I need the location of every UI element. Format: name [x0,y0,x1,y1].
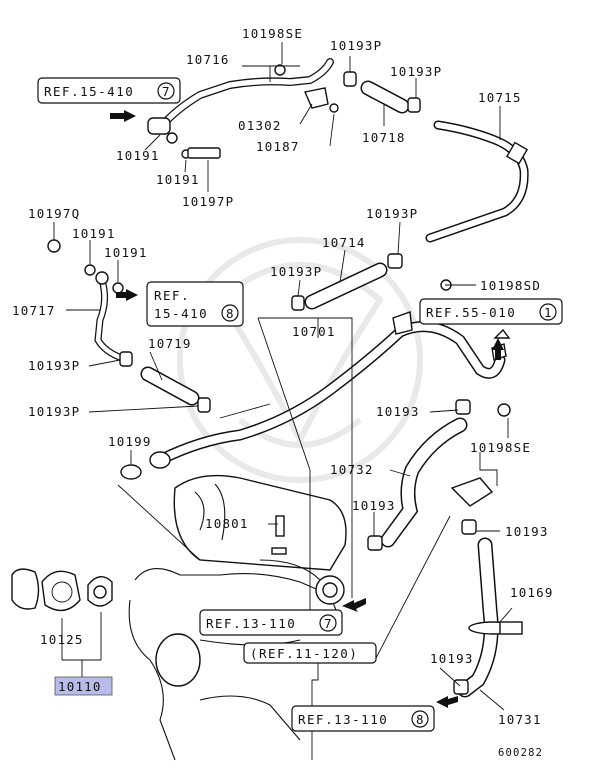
label-10193[interactable]: 10193 [430,651,474,666]
label-10714[interactable]: 10714 [322,235,366,250]
label-10716[interactable]: 10716 [186,52,230,67]
pipe-10717 [94,271,126,362]
ref-box-15-410-7[interactable]: REF.15-410 7 [37,77,181,104]
label-10193P[interactable]: 10193P [28,404,80,419]
label-10191[interactable]: 10191 [156,172,200,187]
label-10191[interactable]: 10191 [104,245,148,260]
hose-10714 [304,262,388,310]
label-10110[interactable]: 10110 [58,679,102,694]
hose-10732 [380,417,468,548]
arrow-right-icon [116,289,138,301]
label-10197Q[interactable]: 10197Q [28,206,80,221]
ref-box-15-410-8[interactable]: REF. 15-410 8 [146,281,244,327]
ref-box-13-110-7[interactable]: REF.13-110 7 [199,609,343,636]
ref-box-55-010-1[interactable]: REF.55-010 1 [419,298,563,325]
arrow-left-icon [436,696,458,708]
label-10193[interactable]: 10193 [376,404,420,419]
label-10701[interactable]: 10701 [292,324,336,339]
label-10191[interactable]: 10191 [72,226,116,241]
ref-num: 8 [226,306,235,321]
label-10198SE[interactable]: 10198SE [242,26,303,41]
label-10197P[interactable]: 10197P [182,194,234,209]
arrows [110,110,504,708]
label-10199[interactable]: 10199 [108,434,152,449]
highlight-box [54,676,113,696]
arrow-up-icon [492,338,504,360]
water-outlet-fitting [11,568,113,612]
label-10715[interactable]: 10715 [478,90,522,105]
label-10187[interactable]: 10187 [256,139,300,154]
arrow-left-icon [110,110,136,122]
ref-text: REF.13-110 [206,616,296,631]
label-10198SD[interactable]: 10198SD [480,278,541,293]
hose-10719 [140,366,200,406]
label-01302[interactable]: 01302 [238,118,282,133]
label-10193[interactable]: 10193 [352,498,396,513]
label-10193P[interactable]: 10193P [270,264,322,279]
ref-text: REF.55-010 [426,305,516,320]
hose-10718 [360,80,410,114]
leader-lines [53,42,513,760]
ref-box-13-110-8[interactable]: REF.13-110 8 [291,705,435,732]
label-10717[interactable]: 10717 [12,303,56,318]
arrow-left-icon [342,598,366,612]
label-10193P[interactable]: 10193P [390,64,442,79]
bracket-01302 [304,87,329,109]
clamps [47,64,511,695]
diagram-id: 600282 [498,747,543,759]
pipe-10716 [147,58,334,135]
hose-10731 [457,537,523,698]
ref-num: 1 [544,305,553,320]
label-10198SE[interactable]: 10198SE [470,440,531,455]
label-10169[interactable]: 10169 [510,585,554,600]
ref-text: REF. [154,288,190,303]
part-labels: 10198SE 10716 10193P 10193P 10715 01302 … [12,26,554,759]
ref-text: REF.15-410 [44,84,134,99]
label-10719[interactable]: 10719 [148,336,192,351]
label-10125[interactable]: 10125 [40,632,84,647]
label-10732[interactable]: 10732 [330,462,374,477]
ref-text: (REF.11-120) [250,646,358,661]
joint-fitting [450,477,494,507]
label-10801[interactable]: 10801 [205,516,249,531]
label-10731[interactable]: 10731 [498,712,542,727]
ref-box-11-120[interactable]: (REF.11-120) [243,642,377,664]
label-10193P[interactable]: 10193P [28,358,80,373]
label-10193[interactable]: 10193 [505,524,549,539]
ref-num: 7 [162,84,171,99]
ref-num: 8 [416,712,425,727]
pipe-10715 [425,120,529,243]
label-10191[interactable]: 10191 [116,148,160,163]
engine-block [128,474,347,761]
bolt-10187 [329,103,339,113]
label-10193P[interactable]: 10193P [366,206,418,221]
label-10193P[interactable]: 10193P [330,38,382,53]
ref-text: 15-410 [154,306,208,321]
label-10718[interactable]: 10718 [362,130,406,145]
ref-text: REF.13-110 [298,712,388,727]
ref-num: 7 [324,616,333,631]
